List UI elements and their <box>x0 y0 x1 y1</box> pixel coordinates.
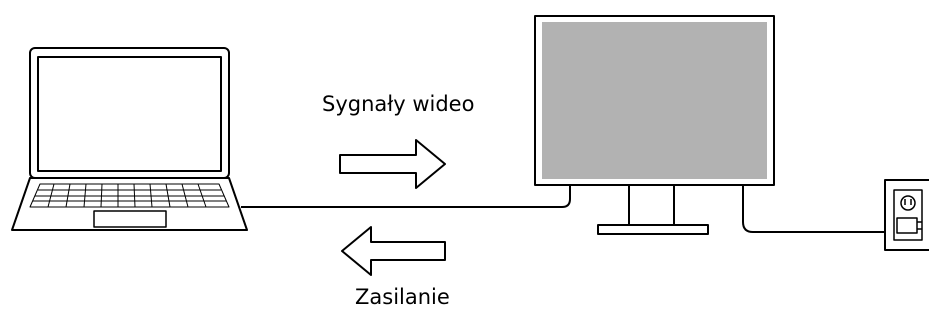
laptop-keyboard <box>29 183 230 208</box>
arrow-right-icon <box>339 139 446 189</box>
arrow-left-icon <box>341 226 446 276</box>
power-cable <box>742 185 893 233</box>
laptop-icon <box>11 47 248 231</box>
monitor-screen <box>542 22 767 179</box>
video-cable <box>241 185 571 208</box>
power-outlet-icon <box>884 179 929 251</box>
monitor-icon <box>534 15 775 235</box>
power-label: Zasilanie <box>355 285 450 309</box>
video-signal-label: Sygnały wideo <box>322 92 475 116</box>
power-plug-icon <box>896 217 922 234</box>
laptop-touchpad <box>93 210 167 228</box>
